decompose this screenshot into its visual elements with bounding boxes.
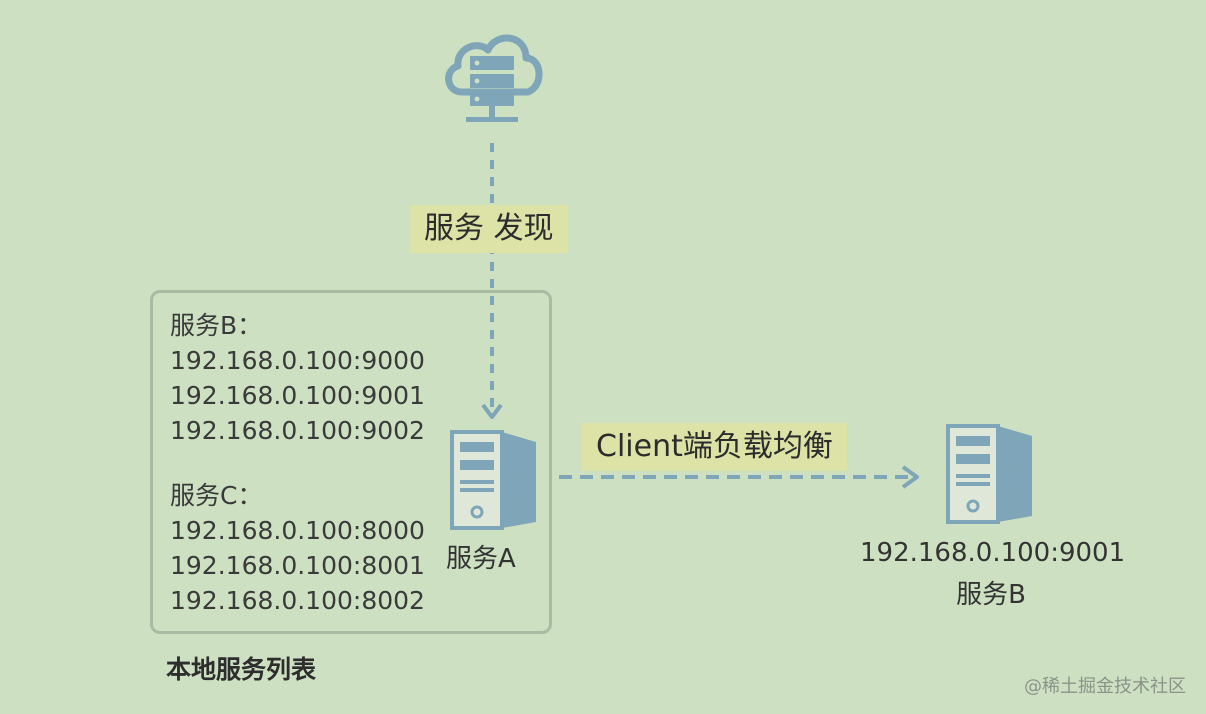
server-icon — [946, 424, 1032, 524]
service-b-name: 服务B： — [170, 311, 263, 340]
discovery-arrow — [481, 143, 503, 419]
target-service-address: 192.168.0.100:9001 — [860, 538, 1126, 568]
cloud-server-icon — [445, 34, 543, 122]
service-discovery-label: 服务 发现 — [410, 205, 568, 253]
load-balance-arrow — [559, 465, 919, 489]
service-b-list: 服务B： 192.168.0.100:9000 192.168.0.100:90… — [170, 308, 425, 448]
local-service-list-title: 本地服务列表 — [166, 655, 317, 684]
client-load-balance-label: Client端负载均衡 — [582, 423, 847, 471]
watermark: @稀土掘金技术社区 — [1024, 676, 1186, 697]
service-c-address: 192.168.0.100:8001 — [170, 551, 425, 580]
service-b-address: 192.168.0.100:9001 — [170, 381, 425, 410]
service-a-label: 服务A — [446, 544, 516, 574]
service-c-address: 192.168.0.100:8002 — [170, 586, 425, 615]
service-c-name: 服务C： — [170, 481, 263, 510]
service-c-address: 192.168.0.100:8000 — [170, 516, 425, 545]
local-service-list-box — [150, 290, 552, 634]
service-b-address: 192.168.0.100:9002 — [170, 416, 425, 445]
service-b-address: 192.168.0.100:9000 — [170, 346, 425, 375]
target-service-label: 服务B — [956, 580, 1026, 610]
server-icon — [450, 430, 536, 530]
service-c-list: 服务C： 192.168.0.100:8000 192.168.0.100:80… — [170, 478, 425, 618]
